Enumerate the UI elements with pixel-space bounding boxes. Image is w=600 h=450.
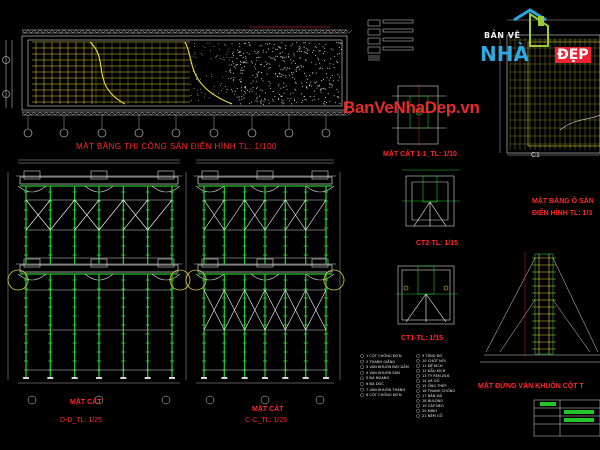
- logo-nha-text: NHÀ: [480, 42, 529, 66]
- section-c-c-drawing: [185, 170, 345, 405]
- section-dd-title: MẶT CẮT: [70, 399, 102, 406]
- legend-item: 20 ĐINH: [422, 409, 437, 413]
- legend-item: 1 CỘT CHỐNG ĐƠN: [366, 354, 402, 358]
- slab-plan-title: MẶT BẰNG Ô SÀN: [532, 198, 594, 205]
- detail-ct1-drawing: [396, 265, 458, 325]
- column-elevation-title: MẶT ĐỨNG VÁN KHUÔN CỘT T: [478, 383, 584, 390]
- legend-item: 5 ĐÀ NGANG: [366, 376, 390, 381]
- legend-bullets: [360, 354, 420, 418]
- brand-logo: BẢN VẼ NHÀ ĐẸP: [478, 8, 591, 72]
- legend-item: 13 TY REN Ø16: [422, 374, 450, 378]
- dimension-lines: [7, 159, 341, 384]
- legend-item: 9 TĂNG ĐƠ: [422, 354, 443, 358]
- slab-plan-drawing: [499, 19, 600, 156]
- legend-item: 4 VÁN KHUÔN SÀN: [366, 370, 400, 375]
- detail-ct1-title: CT1-TL: 1/15: [401, 335, 444, 342]
- column-elevation-drawing: [480, 252, 600, 363]
- watermark-text: BanVeNhaDep.vn: [343, 98, 480, 117]
- legend-item: 15 ỐNG THÉP: [422, 384, 447, 388]
- legend-item: 17 BẢN MÃ: [422, 394, 443, 398]
- legend-item: 21 NÊM GỖ: [422, 414, 443, 418]
- section-1-1-drawing: [392, 84, 446, 146]
- section-d-d-drawing: [7, 170, 191, 405]
- legend-item: 18 BULÔNG: [422, 399, 443, 403]
- legend-item: 8 CỘT CHỐNG ĐƠN: [366, 393, 402, 398]
- slab-plan-scale: ĐIỂN HÌNH TL: 1/3: [532, 210, 593, 217]
- section-cc-title: MẶT CẮT: [252, 406, 284, 413]
- plan-main-title: MẶT BẰNG THI CÔNG SÀN ĐIỂN HÌNH TL: 1/10…: [76, 142, 277, 151]
- legend-item: 11 ĐẾ KÍCH: [422, 364, 443, 368]
- logo-dep-text: ĐẸP: [555, 47, 591, 63]
- detail-ct2-title: CT2-TL: 1/15: [416, 240, 459, 247]
- house-logo-icon: [513, 8, 549, 47]
- legend-item: 3 VÁN KHUÔN ĐÁY DẦM: [366, 365, 409, 370]
- section-cc-scale: C-C_TL: 1/25: [245, 417, 288, 424]
- legend-item: 19 CÁP NEO: [422, 404, 444, 408]
- logo-top-text: BẢN VẼ: [484, 31, 521, 40]
- legend-item: 6 ĐÀ DỌC: [366, 382, 384, 386]
- plan-construction-drawing: [2, 26, 353, 138]
- legend-item: 2 THANH GIẰNG: [366, 359, 396, 364]
- legend-item: 16 THANH CHỐNG: [422, 389, 456, 393]
- hatch-legend: [367, 19, 414, 61]
- legend-item: 7 VÁN KHUÔN THÀNH: [366, 387, 406, 392]
- legend-item: 10 CHỐT NỐI: [422, 359, 446, 363]
- title-block: [533, 399, 600, 437]
- legend-item: 14 XÀ GỒ: [422, 379, 440, 383]
- section-11-title: MẶT CẮT 1-1_TL: 1/10: [383, 151, 457, 158]
- plan-marker-label: C1: [531, 152, 540, 159]
- legend-item: 12 ĐẦU KÍCH: [422, 369, 446, 373]
- detail-ct2-drawing: [402, 169, 460, 227]
- section-dd-scale: D-D_TL: 1/25: [60, 417, 103, 424]
